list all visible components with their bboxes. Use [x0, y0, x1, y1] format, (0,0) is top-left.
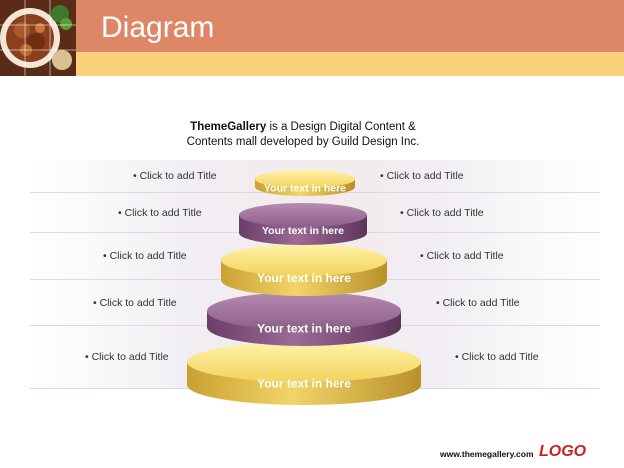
tier-text: Your text in here — [262, 225, 344, 237]
right-title-placeholder[interactable]: • Click to add Title — [400, 206, 484, 219]
tier-text: Your text in here — [257, 377, 351, 391]
left-title-placeholder[interactable]: • Click to add Title — [85, 351, 169, 363]
header-band — [76, 0, 624, 52]
right-title-placeholder[interactable]: • Click to add Title — [436, 296, 520, 309]
cake-tier-1[interactable]: Your text in here — [255, 170, 355, 196]
cake-tier-4[interactable]: Your text in here — [207, 292, 401, 346]
left-title-placeholder[interactable]: • Click to add Title — [133, 170, 217, 182]
right-title-placeholder[interactable]: • Click to add Title — [455, 351, 539, 363]
left-title-placeholder[interactable]: • Click to add Title — [93, 296, 177, 309]
tier-top — [187, 342, 421, 382]
footer-url[interactable]: www.themegallery.com — [440, 449, 534, 459]
left-title-placeholder[interactable]: • Click to add Title — [118, 206, 202, 219]
cake-tier-5[interactable]: Your text in here — [187, 342, 421, 405]
intro-text: ThemeGallery is a Design Digital Content… — [160, 120, 446, 150]
intro-brand: ThemeGallery — [190, 121, 267, 133]
header-photo — [0, 0, 76, 76]
cake-tier-2[interactable]: Your text in here — [239, 203, 367, 245]
tier-text: Your text in here — [264, 183, 346, 195]
left-title-placeholder[interactable]: • Click to add Title — [103, 250, 187, 262]
intro-line2: Contents mall developed by Guild Design … — [186, 136, 420, 148]
right-title-placeholder[interactable]: • Click to add Title — [420, 250, 504, 262]
slide-title: Diagram — [101, 11, 215, 44]
food-photo-icon — [0, 0, 76, 76]
tier-text: Your text in here — [257, 322, 351, 336]
tier-top — [239, 203, 367, 227]
right-title-placeholder[interactable]: • Click to add Title — [380, 170, 464, 182]
tier-top — [207, 292, 401, 330]
cake-tier-3[interactable]: Your text in here — [221, 244, 387, 296]
tier-top — [255, 170, 355, 188]
header-stripe — [76, 52, 624, 76]
intro-line1: is a Design Digital Content & — [266, 121, 416, 133]
tier-text: Your text in here — [257, 271, 351, 285]
tier-top — [221, 244, 387, 276]
logo: LOGO — [539, 443, 587, 460]
